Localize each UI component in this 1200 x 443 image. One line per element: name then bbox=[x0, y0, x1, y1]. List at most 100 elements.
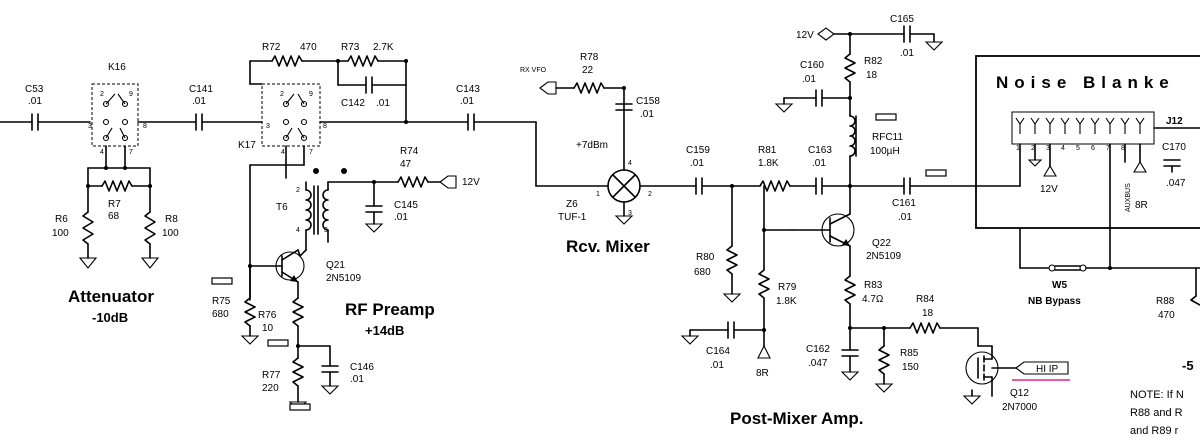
c142-ref: C142 bbox=[341, 98, 365, 109]
t6-ref: T6 bbox=[276, 202, 288, 213]
r85-value: 150 bbox=[902, 362, 919, 373]
c143-value: .01 bbox=[460, 96, 474, 107]
j12-pin4: 4 bbox=[1061, 145, 1065, 152]
c53-value: .01 bbox=[28, 96, 42, 107]
rcv-mixer-title: Rcv. Mixer bbox=[566, 237, 650, 256]
rf-preamp-section: K17 2 9 3 8 4 7 R72 470 R73 2.7K C142 .0… bbox=[211, 42, 537, 411]
k16-pin7: 7 bbox=[129, 149, 133, 156]
c163-value: .01 bbox=[812, 158, 826, 169]
supply-12v-icon bbox=[817, 27, 835, 41]
z6-pin4: 4 bbox=[628, 160, 632, 167]
chassis-ground-icon bbox=[267, 339, 289, 347]
q21-part: 2N5109 bbox=[326, 273, 361, 284]
j12-pin7: 7 bbox=[1106, 145, 1110, 152]
note-line-2: R88 and R bbox=[1130, 407, 1183, 419]
r75-ref: R75 bbox=[212, 296, 231, 307]
r73-ref: R73 bbox=[341, 42, 360, 53]
z6-pin1: 1 bbox=[596, 191, 600, 198]
r74-value: 47 bbox=[400, 159, 412, 170]
r72-value: 470 bbox=[300, 42, 317, 53]
j12-header bbox=[1011, 111, 1155, 145]
r77-ref: R77 bbox=[262, 370, 281, 381]
c164-value: .01 bbox=[710, 360, 724, 371]
k17-pin4: 4 bbox=[281, 149, 285, 156]
k16-pin3: 3 bbox=[88, 123, 92, 130]
c141-ref: C141 bbox=[189, 84, 213, 95]
r76-ref: R76 bbox=[258, 310, 277, 321]
k16-pin9: 9 bbox=[129, 91, 133, 98]
r78-ref: R78 bbox=[580, 52, 599, 63]
j12-pin2: 2 bbox=[1031, 145, 1035, 152]
c170-ref: C170 bbox=[1162, 142, 1186, 153]
r88-ref: R88 bbox=[1156, 296, 1175, 307]
c145-value: .01 bbox=[394, 212, 408, 223]
c146-ref: C146 bbox=[350, 362, 374, 373]
c142-value: .01 bbox=[376, 98, 390, 109]
k17-ref: K17 bbox=[238, 140, 256, 151]
r88-value: 470 bbox=[1158, 310, 1175, 321]
c145-ref: C145 bbox=[394, 200, 418, 211]
r83-ref: R83 bbox=[864, 280, 883, 291]
c158-ref: C158 bbox=[636, 96, 660, 107]
c165-ref: C165 bbox=[890, 14, 914, 25]
k16-ref: K16 bbox=[108, 62, 126, 73]
supply-12v-icon bbox=[1043, 164, 1057, 177]
k16-pin4: 4 bbox=[100, 149, 104, 156]
preamp-12v-label: 12V bbox=[462, 177, 480, 188]
amp-8r-tag: 8R bbox=[756, 368, 769, 379]
attenuator-section: C53 .01 K16 2 9 3 8 4 7 C141 .01 bbox=[0, 62, 263, 325]
r76-value: 10 bbox=[262, 323, 274, 334]
r74-ref: R74 bbox=[400, 146, 419, 157]
z6-part: TUF-1 bbox=[558, 212, 587, 223]
rx-vfo-port-icon bbox=[539, 81, 557, 95]
j12-pin5: 5 bbox=[1076, 145, 1080, 152]
t6-pin4: 4 bbox=[296, 227, 300, 234]
c143-ref: C143 bbox=[456, 84, 480, 95]
c161-value: .01 bbox=[898, 212, 912, 223]
w5-ref: W5 bbox=[1052, 280, 1067, 291]
k16-pin8: 8 bbox=[143, 123, 147, 130]
c141-value: .01 bbox=[192, 96, 206, 107]
r79-ref: R79 bbox=[778, 282, 797, 293]
c161-ref: C161 bbox=[892, 198, 916, 209]
mixer-section: RX VFO R78 22 C158 .01 +7dBm 4 1 2 3 Z6 … bbox=[520, 52, 697, 256]
nb-12v-label: 12V bbox=[1040, 184, 1058, 195]
q12-ref: Q12 bbox=[1010, 388, 1029, 399]
note-line-1: NOTE: If N bbox=[1130, 389, 1184, 401]
r82-value: 18 bbox=[866, 70, 878, 81]
k16-pin2: 2 bbox=[100, 91, 104, 98]
r77-value: 220 bbox=[262, 383, 279, 394]
noise-blanker-box bbox=[975, 55, 1200, 229]
j12-pins bbox=[1015, 117, 1145, 134]
k17-pin9: 9 bbox=[309, 91, 313, 98]
rx-vfo-label: RX VFO bbox=[520, 67, 547, 74]
r7-value: 68 bbox=[108, 211, 120, 222]
partial-gain-label: -5 bbox=[1182, 358, 1194, 373]
r75-value: 680 bbox=[212, 309, 229, 320]
attenuator-title: Attenuator bbox=[68, 287, 154, 306]
chassis-ground-icon bbox=[875, 113, 897, 121]
c162-value: .047 bbox=[808, 358, 828, 369]
c158-value: .01 bbox=[640, 109, 654, 120]
j12-pin8: 8 bbox=[1121, 145, 1125, 152]
attenuator-gain: -10dB bbox=[92, 310, 128, 325]
r8-value: 100 bbox=[162, 228, 179, 239]
k17-pin2: 2 bbox=[280, 91, 284, 98]
q22-part: 2N5109 bbox=[866, 251, 901, 262]
t6-pin2: 2 bbox=[296, 187, 300, 194]
rfc11-ref: RFC11 bbox=[872, 132, 903, 143]
r80-ref: R80 bbox=[696, 252, 715, 263]
r84-ref: R84 bbox=[916, 294, 935, 305]
r72-ref: R72 bbox=[262, 42, 281, 53]
rfc11-value: 100µH bbox=[870, 146, 900, 157]
q22-ref: Q22 bbox=[872, 238, 891, 249]
j12-ref: J12 bbox=[1166, 116, 1183, 127]
post-mixer-amp-section: C159 .01 R81 1.8K C163 .01 12V C165 .01 bbox=[680, 14, 1070, 428]
k17-pin3: 3 bbox=[266, 123, 270, 130]
rf-preamp-gain: +14dB bbox=[365, 323, 404, 338]
c159-value: .01 bbox=[690, 158, 704, 169]
c160-value: .01 bbox=[802, 74, 816, 85]
c159-ref: C159 bbox=[686, 145, 710, 156]
amp-12v-label: 12V bbox=[796, 30, 814, 41]
